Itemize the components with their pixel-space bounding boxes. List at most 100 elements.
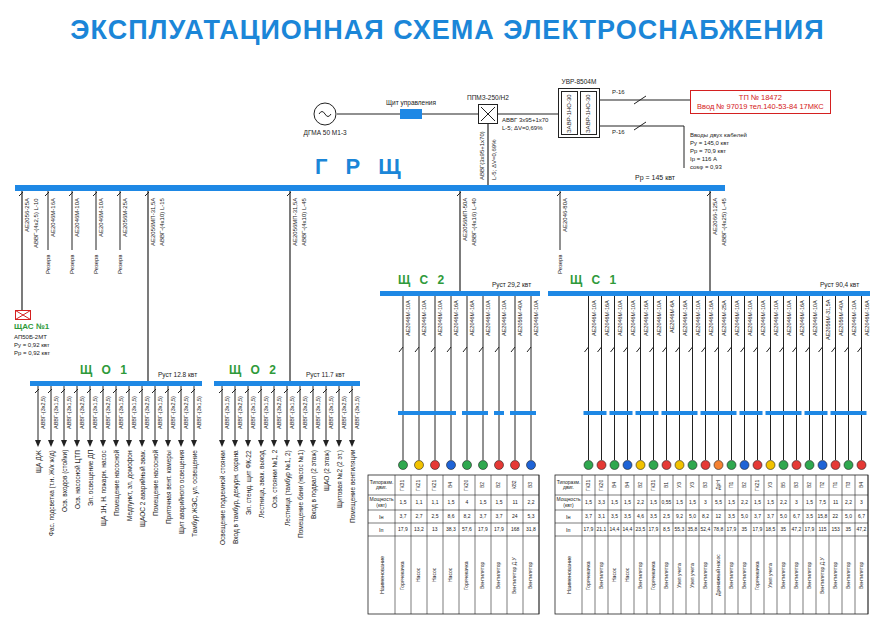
table-cell: Дренажный насос [716,554,722,596]
breaker-label: АЕ2056М-31,5А [825,300,831,340]
breaker-mark [232,389,236,393]
breaker-label: АЕ2046М-16А [708,300,714,336]
table-cell: 12 [716,514,722,520]
motor-symbol [662,461,671,470]
breaker-mark [511,347,515,352]
breaker-mark [297,389,301,393]
consumer-name: Помещение бани (насос №1) [297,450,304,538]
cable-spec: АВВГ-(3х1,5) [196,396,202,429]
motor-line [515,415,516,460]
motor-line [783,415,784,460]
load-data: Iр = 116 А [690,156,717,163]
connector-line [709,191,710,291]
cable-spec: АВВГ-(3х1,5) [131,396,137,429]
breaker-mark [61,389,65,393]
table-cell: 153 [832,527,840,533]
motor-symbol [623,461,632,470]
busbar-power: Руст 12.8 квт [158,371,197,378]
table-header: Наименование [566,556,572,594]
feeder-line [326,386,327,440]
switch-blade [634,122,646,130]
breaker-mark [663,347,667,352]
feeder-line [64,386,65,440]
switch-panel: ЗАВР-1НО-30 [580,91,597,135]
table-header: Iп [566,527,571,533]
breaker-mark [676,347,680,352]
breaker-label: АЕ2046М-6А [669,300,675,333]
control-panel: Щит управления [400,109,422,119]
motor-line [744,415,745,460]
reserve-label: Резерв [93,255,100,275]
feeder-line [531,296,532,411]
table-cell: 5,0 [845,514,852,520]
table-cell: 8,6 [448,514,455,520]
table-cell: ДрН [716,480,722,490]
table-cell: 35 [781,527,787,533]
busbar-name: Щ С 2 [398,274,447,287]
feeder-line [300,386,301,440]
table-rule [751,475,752,614]
table-cell: 3,7 [496,514,503,520]
feeder-line [142,386,143,440]
table-rule [555,523,868,524]
table-cell: 52,4 [701,527,711,533]
breaker-mark [832,347,836,352]
table-cell: Вентилятор Д.У [820,557,826,594]
motor-line [757,415,758,460]
table-header: Типоразм. двиг. [556,480,582,491]
breaker-mark [152,389,156,393]
table-cell: 3 [795,500,798,506]
table-cell: 55,3 [675,527,685,533]
feeder-arrow [165,440,171,447]
sub-busbar [740,411,763,415]
breaker-mark [806,347,810,352]
table-cell: 17,9 [584,527,594,533]
breaker-mark [74,389,78,393]
cable-spec: АВВГ-(3х1,5) [53,396,59,429]
motor-symbol [766,461,775,470]
table-cell: Горячекачка [755,561,761,590]
consumer-name: ЩАОС 2 аварийный эвак. [139,450,146,527]
feeder-arrow [219,440,225,447]
table-rule [368,523,539,524]
cable-spec: АВВГ-(4х10) L-15 [159,198,166,246]
cable-spec: АВВГ-(3х1,5) [118,396,124,429]
breaker-mark [100,389,104,393]
breaker-label: АЕ2046М-16А [682,300,688,336]
load-data: cosφ = 0,93 [690,164,722,171]
motor-symbol [479,461,488,470]
generator-label: ДГМА 50 М1-3 [304,129,347,136]
table-cell: 14,4 [610,527,620,533]
table-rule [539,475,540,614]
busbar-power: Руст 29,2 квт [492,281,531,288]
motor-line [861,415,862,460]
emergency-panel: ЩАС №1АП50Б-2МТРу = 0,92 квтРр = 0,92 кв… [14,310,76,360]
motor-symbol [597,461,606,470]
feeder-line [640,296,641,411]
table-header: Мощность (квт) [369,497,395,508]
breaker-mark [495,347,499,352]
table-header: Мощность (квт) [556,497,582,508]
cable-spec: АВВГ-(3х1,5) [328,396,334,429]
table-rule [660,475,661,614]
feeder-line [77,386,78,440]
connector-line [289,191,290,381]
table-cell: 1,5 [400,500,407,506]
feeder-line [339,386,340,440]
connector-line [337,113,400,114]
consumer-name: Эл. освещение ДП [87,450,94,506]
busbar-name: Щ О 1 [80,364,130,377]
reserve-line [560,191,561,250]
feeder-line [705,296,706,411]
table-header: Типоразм. двиг. [369,480,395,491]
feeder-line [731,296,732,411]
cable-spec: АВВГ-(3х1,5) [157,396,163,429]
table-cell: 5,0 [689,514,696,520]
table-cell: 17,9 [478,527,488,533]
cable-spec: АВВГ-(3х2,5) [237,396,243,429]
table-rule [699,475,700,614]
breaker-mark [754,347,758,352]
feeder-line [352,386,353,440]
switch-box: ППМЗ-250/Н2 [478,104,498,124]
table-cell: П3 [846,482,852,488]
